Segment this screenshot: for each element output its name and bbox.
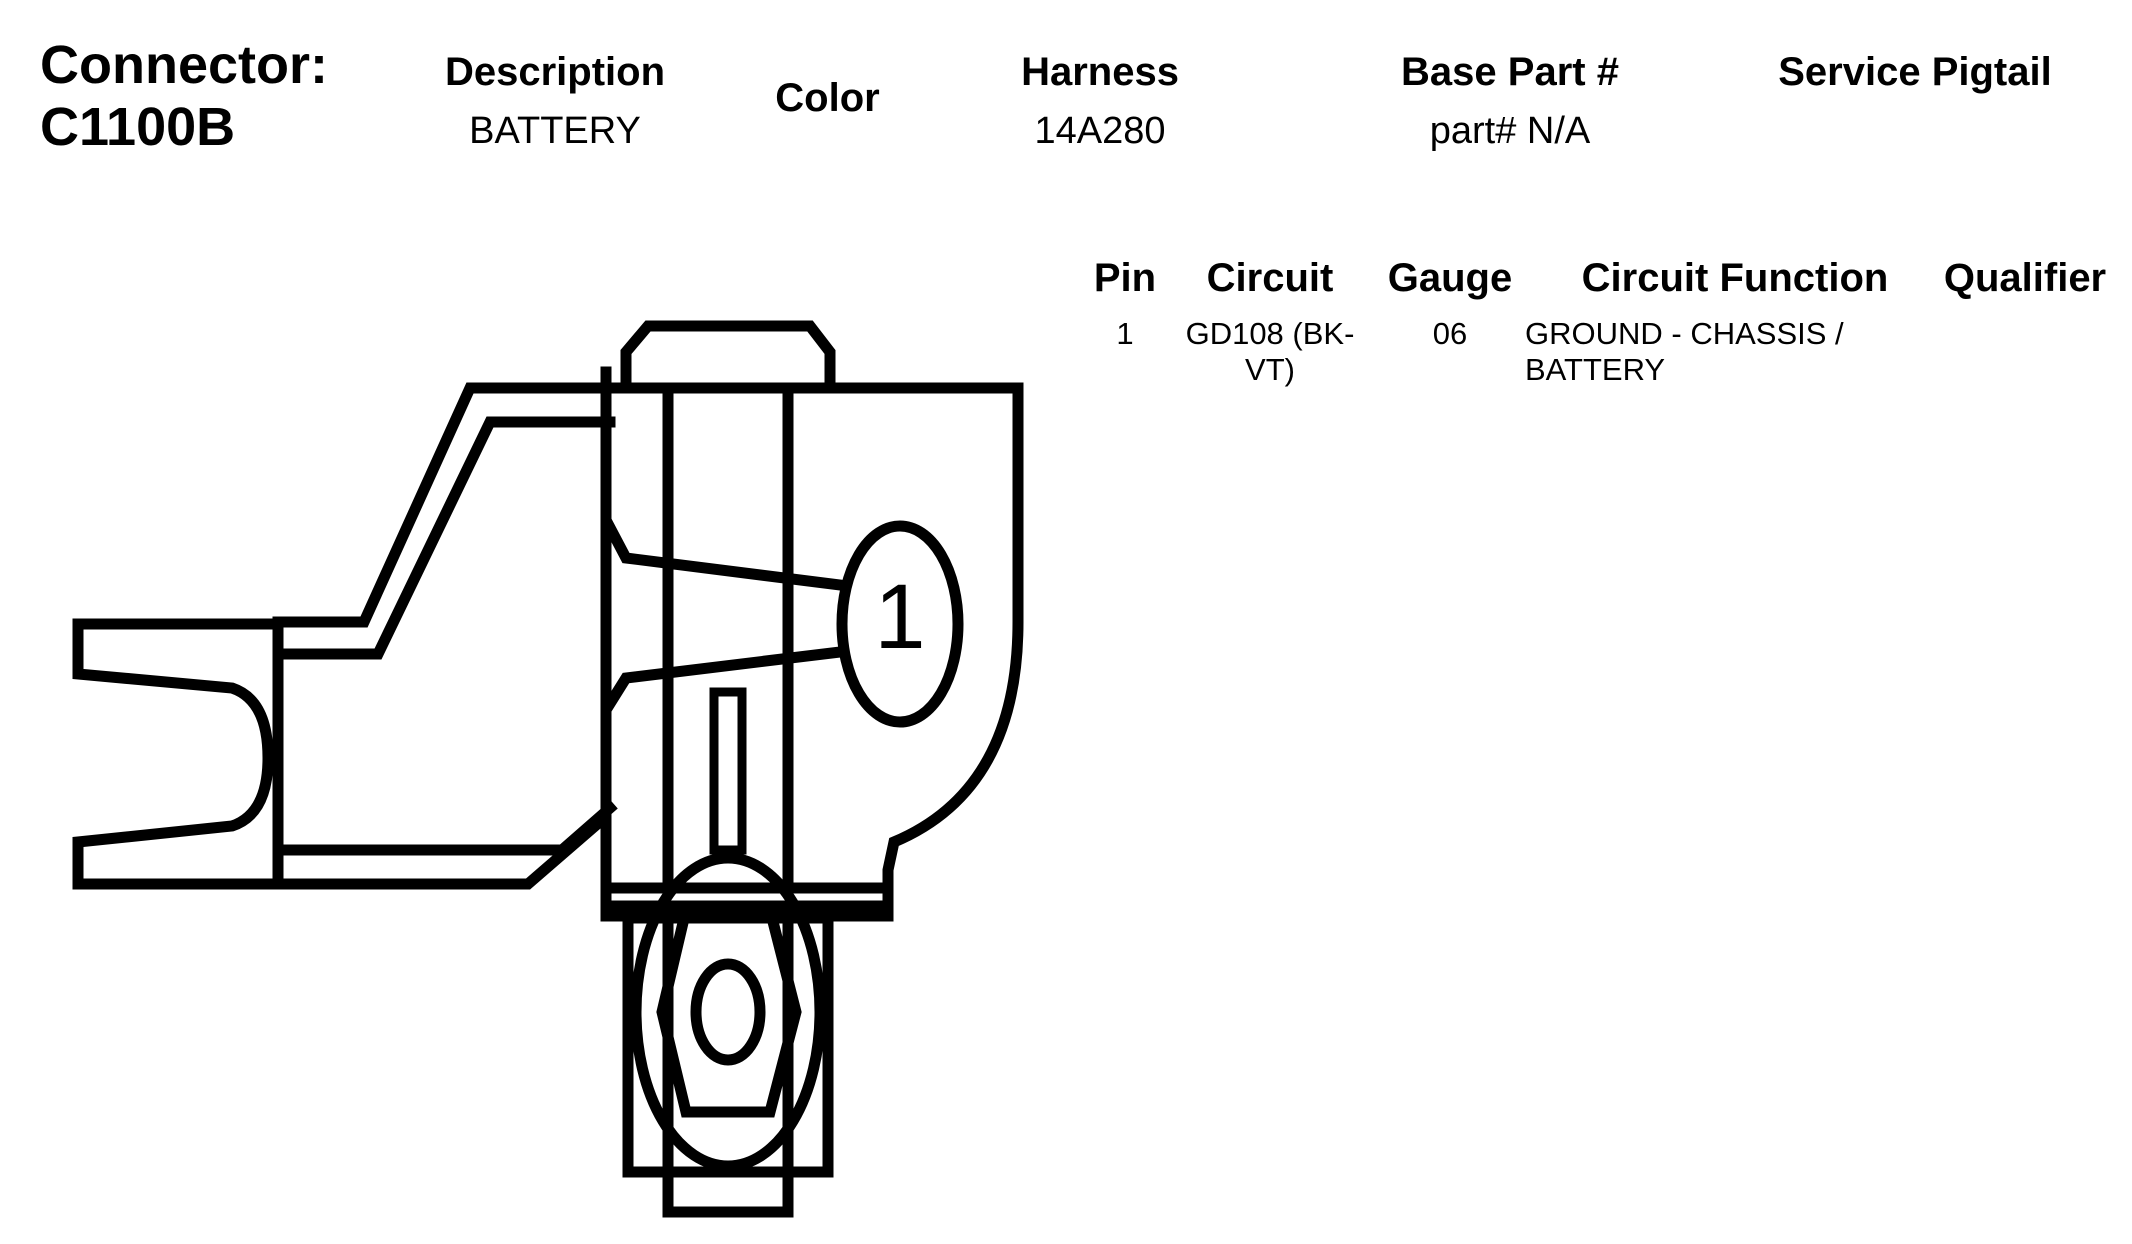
col-gauge: Gauge xyxy=(1387,256,1513,300)
row-gauge: 06 xyxy=(1432,316,1468,351)
connector-title: Connector: C1100B xyxy=(40,34,328,158)
connector-housing xyxy=(600,320,1024,922)
col-circuit-function: Circuit Function xyxy=(1581,256,1889,300)
harness-value: 14A280 xyxy=(1034,110,1166,152)
row-circuit-line2: VT) xyxy=(1245,352,1295,387)
fork-terminal xyxy=(72,618,284,890)
col-pin: Pin xyxy=(1093,256,1157,300)
row-function-line2: BATTERY xyxy=(1525,352,1666,387)
base-part-value: part# N/A xyxy=(1429,110,1591,152)
row-circuit: GD108 (BK- VT) xyxy=(1160,316,1380,388)
crimp-barrel xyxy=(272,382,618,890)
col-circuit: Circuit xyxy=(1206,256,1334,300)
connector-label: Connector: xyxy=(40,35,328,95)
row-circuit-line1: GD108 (BK- xyxy=(1185,316,1355,351)
pin-1-callout xyxy=(836,520,964,728)
service-pigtail-header: Service Pigtail xyxy=(1778,50,2052,94)
color-header: Color xyxy=(775,76,880,120)
row-pin: 1 xyxy=(1116,316,1134,351)
col-qualifier: Qualifier xyxy=(1943,256,2107,300)
harness-header: Harness xyxy=(1021,50,1179,94)
row-function-line1: GROUND - CHASSIS / xyxy=(1525,316,1844,351)
base-part-header: Base Part # xyxy=(1401,50,1619,94)
bolt-stud xyxy=(622,852,834,1218)
pin-1-label: 1 xyxy=(874,566,926,668)
connector-id: C1100B xyxy=(40,97,236,157)
description-header: Description xyxy=(444,50,666,94)
row-circuit-function: GROUND - CHASSIS / BATTERY xyxy=(1525,316,1925,388)
description-value: BATTERY xyxy=(469,110,641,152)
